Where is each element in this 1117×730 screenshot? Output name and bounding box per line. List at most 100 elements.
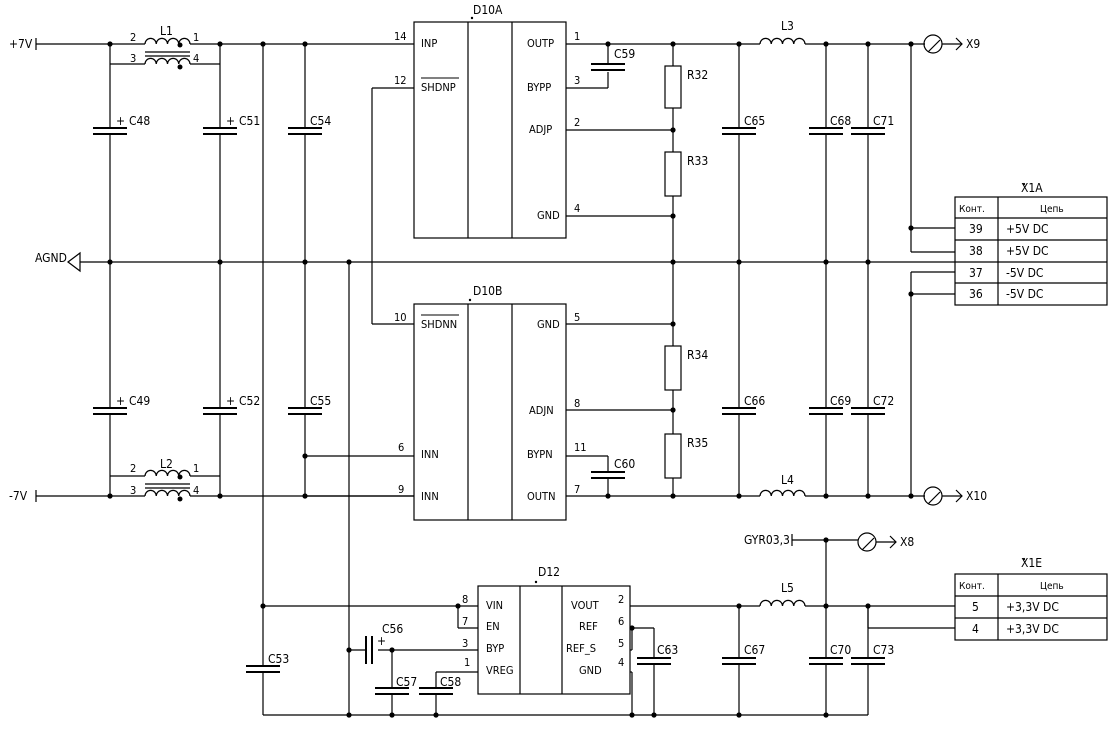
ic-d10a: D10A 14 INP 12 SHDNP OUTP 1 BYPP 3 ADJP …: [394, 3, 580, 239]
svg-text:SHDNP: SHDNP: [421, 81, 456, 94]
svg-text:1: 1: [464, 656, 470, 669]
svg-text:C66: C66: [744, 394, 765, 408]
inductor-l2: L2 2 1 3 4: [130, 457, 199, 502]
svg-text:OUTP: OUTP: [527, 37, 554, 50]
svg-text:VIN: VIN: [486, 599, 503, 612]
wires-d10b-output: [566, 262, 760, 497]
svg-text:+: +: [116, 114, 125, 128]
svg-text:2: 2: [574, 116, 580, 129]
capacitor-c70: C70: [809, 540, 851, 715]
svg-text:4: 4: [618, 656, 624, 669]
svg-text:C59: C59: [614, 47, 635, 61]
capacitor-c72: C72: [851, 262, 894, 496]
svg-text:C48: C48: [129, 114, 150, 128]
svg-text:+5V DC: +5V DC: [1006, 222, 1049, 236]
capacitor-c51: + C51: [203, 64, 260, 262]
svg-text:4: 4: [193, 52, 199, 65]
svg-text:3: 3: [130, 484, 136, 497]
wire-shdn: [348, 87, 414, 715]
svg-text:C57: C57: [396, 675, 417, 689]
svg-text:5: 5: [618, 637, 624, 650]
svg-text:C60: C60: [614, 457, 635, 471]
svg-text:C70: C70: [830, 643, 851, 657]
ic-d10b: D10B 10 SHDNN 6 INN 9 INN GND 5 ADJN 8 B…: [394, 284, 587, 521]
capacitor-c71: C71: [851, 44, 894, 262]
svg-text:1: 1: [574, 30, 580, 43]
svg-text:9: 9: [398, 483, 404, 496]
capacitor-c67: C67: [722, 606, 765, 715]
svg-text:C72: C72: [873, 394, 894, 408]
capacitor-c68: C68: [809, 44, 851, 262]
testpoint-x8: X8: [857, 532, 914, 552]
wires-x1e: [867, 606, 955, 629]
capacitor-c66: C66: [722, 262, 765, 496]
svg-text:5: 5: [972, 600, 979, 614]
resistor-r32: R32: [664, 65, 708, 109]
svg-text:D12: D12: [538, 565, 560, 579]
svg-text:ADJP: ADJP: [529, 123, 552, 136]
svg-text:C54: C54: [310, 114, 331, 128]
svg-text:4: 4: [574, 202, 580, 215]
svg-text:GND: GND: [537, 318, 560, 331]
resistor-r35: R35: [664, 433, 708, 479]
svg-text:ADJN: ADJN: [529, 404, 554, 417]
svg-text:-5V DC: -5V DC: [1006, 287, 1043, 301]
svg-text:3: 3: [130, 52, 136, 65]
svg-text:C58: C58: [440, 675, 461, 689]
svg-text:L5: L5: [781, 581, 794, 595]
svg-text:X10: X10: [966, 489, 987, 503]
rail-plus-7v: [36, 43, 414, 65]
svg-text:37: 37: [969, 266, 983, 280]
svg-text:7: 7: [574, 483, 580, 496]
capacitor-c49: + C49: [93, 262, 150, 476]
capacitor-c55: C55: [288, 262, 414, 496]
capacitor-c60: C60: [591, 457, 635, 479]
svg-text:+5V DC: +5V DC: [1006, 244, 1049, 258]
resistor-r34: R34: [664, 345, 708, 391]
svg-text:C52: C52: [239, 394, 260, 408]
svg-text:14: 14: [394, 30, 407, 43]
svg-text:GND: GND: [537, 209, 560, 222]
svg-text:2: 2: [130, 462, 136, 475]
capacitor-c69: C69: [809, 262, 851, 496]
connector-x1a: X1A Конт. Цепь 39 +5V DC 38 +5V DC 37 -5…: [954, 181, 1108, 306]
wires-d12-right: [630, 605, 760, 715]
capacitor-c73: C73: [851, 606, 894, 715]
inductor-l3: L3: [759, 19, 925, 45]
svg-text:Конт.: Конт.: [959, 581, 985, 592]
svg-text:VREG: VREG: [486, 664, 514, 677]
svg-text:OUTN: OUTN: [527, 490, 555, 503]
svg-text:C71: C71: [873, 114, 894, 128]
svg-text:11: 11: [574, 441, 587, 454]
svg-text:39: 39: [969, 222, 983, 236]
svg-text:D10A: D10A: [473, 3, 503, 17]
svg-text:C65: C65: [744, 114, 765, 128]
svg-text:REF: REF: [579, 620, 598, 633]
svg-text:X1E: X1E: [1021, 556, 1042, 570]
net-label-gyr033: GYR03,3: [744, 533, 858, 547]
inductor-l4: L4: [759, 473, 925, 497]
svg-text:X1A: X1A: [1021, 181, 1043, 195]
svg-text:5: 5: [574, 311, 580, 324]
testpoint-x10: X10: [923, 486, 987, 506]
connector-x1e: X1E Конт. Цепь 5 +3,3V DC 4 +3,3V DC: [954, 556, 1108, 641]
svg-text:C63: C63: [657, 643, 678, 657]
wires-x1a: [910, 44, 955, 496]
svg-text:C51: C51: [239, 114, 260, 128]
net-label-minus-7v: -7V: [9, 489, 37, 503]
ic-d12: D12 8 VIN 7 EN 3 BYP 1 VREG VOUT 2 REF 6…: [462, 565, 631, 695]
svg-text:+7V: +7V: [9, 37, 33, 51]
svg-text:+: +: [377, 634, 386, 648]
svg-text:BYPP: BYPP: [527, 81, 551, 94]
svg-text:D10B: D10B: [473, 284, 502, 298]
svg-text:INN: INN: [421, 448, 439, 461]
svg-text:GYR03,3: GYR03,3: [744, 533, 790, 547]
svg-text:BYP: BYP: [486, 642, 504, 655]
svg-text:-7V: -7V: [9, 489, 28, 503]
svg-text:2: 2: [618, 593, 624, 606]
svg-text:Цепь: Цепь: [1040, 581, 1064, 592]
svg-text:C73: C73: [873, 643, 894, 657]
svg-text:-5V DC: -5V DC: [1006, 266, 1043, 280]
